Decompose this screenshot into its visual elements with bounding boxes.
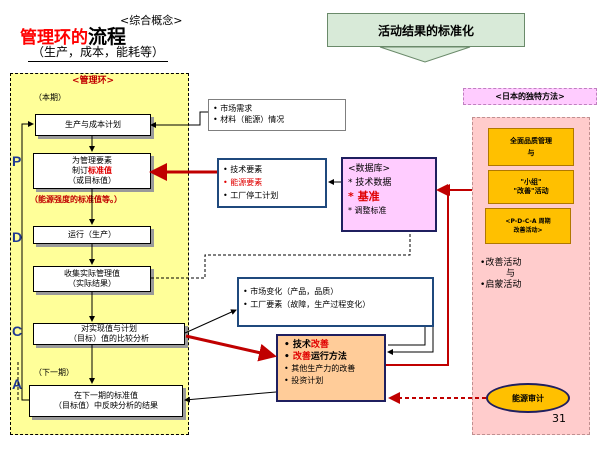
step-line: 收集实际管理值 [64,269,120,278]
step-compare-analysis: 对实现值与计划 （目标）值的比较分析 [33,323,185,345]
factor-item: • 工厂停工计划 [223,191,279,200]
database-box: <数据库> * 技术数据 * 基准 * 调整标准 [341,157,437,232]
step-text: 生产与成本计划 [65,120,121,129]
standard-value-text: 标准值 [88,166,112,175]
step-operation: 运行（生产） [33,226,151,244]
tqc-box: 全面品质管理 与 [488,128,574,166]
changes-to-improvement [388,327,426,346]
market-input-box: • 市场需求 • 材料（能源）情况 [208,99,346,131]
title-part-b: 流程 [88,26,127,48]
japan-method-title: <日本的独特方法> [463,88,597,105]
next-period-label: （下一期） [34,368,74,377]
step-collect-actuals: 收集实际管理值 （实际结果） [33,266,151,292]
activity-item: •改善活动 [480,258,522,268]
page-number: 31 [552,412,566,425]
standardization-banner: 活动结果的标准化 [327,13,525,47]
small-group-text: "小组" [520,178,542,186]
cycle-title: <管理环> [72,76,115,86]
step-reflect-results: 在下一期的标准值 （目标值）中反映分析的结果 [29,385,183,417]
improvement-to-next [184,391,277,403]
page-subtitle: （生产，成本，能耗等） [28,43,169,62]
small-group-box: "小组" "改善"活动 [488,170,574,204]
activity-and: 与 [506,269,516,279]
activity-item: •启蒙活动 [480,280,522,290]
improvement-box: • 技术改善 • 改善运行方法 • 其他生产力的改善 • 投资计划 [276,334,386,402]
activities-list: •改善活动 与 •启蒙活动 [480,258,521,291]
title-part-a: 管理环的 [20,28,88,48]
tqc-text: 全面品质管理 [510,136,552,145]
kaizen-activity-text: "改善"活动 [513,187,549,195]
energy-intensity-note: （能源强度的标准值等。） [30,195,122,204]
step-line: （或目标值） [68,176,116,185]
market-item: • 材料（能源）情况 [213,115,285,124]
market-item: • 市场需求 [213,104,253,113]
improvement-item: • 其他生产力的改善 [284,364,356,373]
energy-audit-oval: 能源审计 [486,383,570,413]
japan-title-text: <日本的独特方法> [495,92,565,101]
change-item: • 工厂要素（故障，生产过程变化） [243,300,371,309]
pdca-kaizen-text: 改善活动> [513,227,543,234]
database-title: <数据库> [348,164,391,174]
step-line: 对实现值与计划 [81,324,137,333]
improvement-item: • 投资计划 [284,376,324,385]
compare-to-improvement [185,334,277,362]
phase-p-label: P [12,153,22,169]
step-line: （实际结果） [68,279,116,288]
database-item: * 基准 [348,190,380,203]
banner-text: 活动结果的标准化 [377,23,474,38]
improvement-item: • 技术改善 [284,340,329,350]
changes-side [387,327,434,355]
step-production-plan: 生产与成本计划 [35,114,151,136]
energy-audit-text: 能源审计 [512,393,544,403]
pdca-box: <P-D-C-A 周期 改善活动> [485,208,571,244]
phase-a-label: A [12,376,23,392]
page-title: 管理环的流程 [20,22,126,49]
step-line: 为管理要素 [72,156,112,165]
changes-input-box: • 市场变化（产品，品质） • 工厂要素（故障，生产过程变化） [237,277,434,327]
improvement-item: • 改善运行方法 [284,352,347,362]
database-item: * 技术数据 [348,178,392,188]
database-item: * 调整标准 [348,206,387,215]
step-text: 运行（生产） [68,230,116,239]
step-line: 制订标准值 [72,166,112,176]
phase-c-label: C [12,323,23,339]
step-text: 制订 [72,166,88,175]
compare-to-changes [184,309,237,334]
change-item: • 市场变化（产品，品质） [243,287,339,296]
step-line: （目标值）中反映分析的结果 [54,401,158,410]
concept-label: <综合概念> [120,14,183,27]
factor-item: • 技术要素 [223,165,263,174]
factors-input-box: • 技术要素 • 能源要素 • 工厂停工计划 [217,158,327,208]
factor-item: • 能源要素 [223,178,263,187]
step-set-standard: 为管理要素 制订标准值 （或目标值） [33,153,151,189]
step-line: （目标）值的比较分析 [69,334,149,343]
pdca-text: <P-D-C-A 周期 [505,218,551,225]
tqc-and-text: 与 [527,148,535,157]
actuals-dashed [151,232,411,279]
step-line: 在下一期的标准值 [74,391,138,400]
phase-d-label: D [12,229,23,245]
this-period-label: （本期） [34,93,66,102]
